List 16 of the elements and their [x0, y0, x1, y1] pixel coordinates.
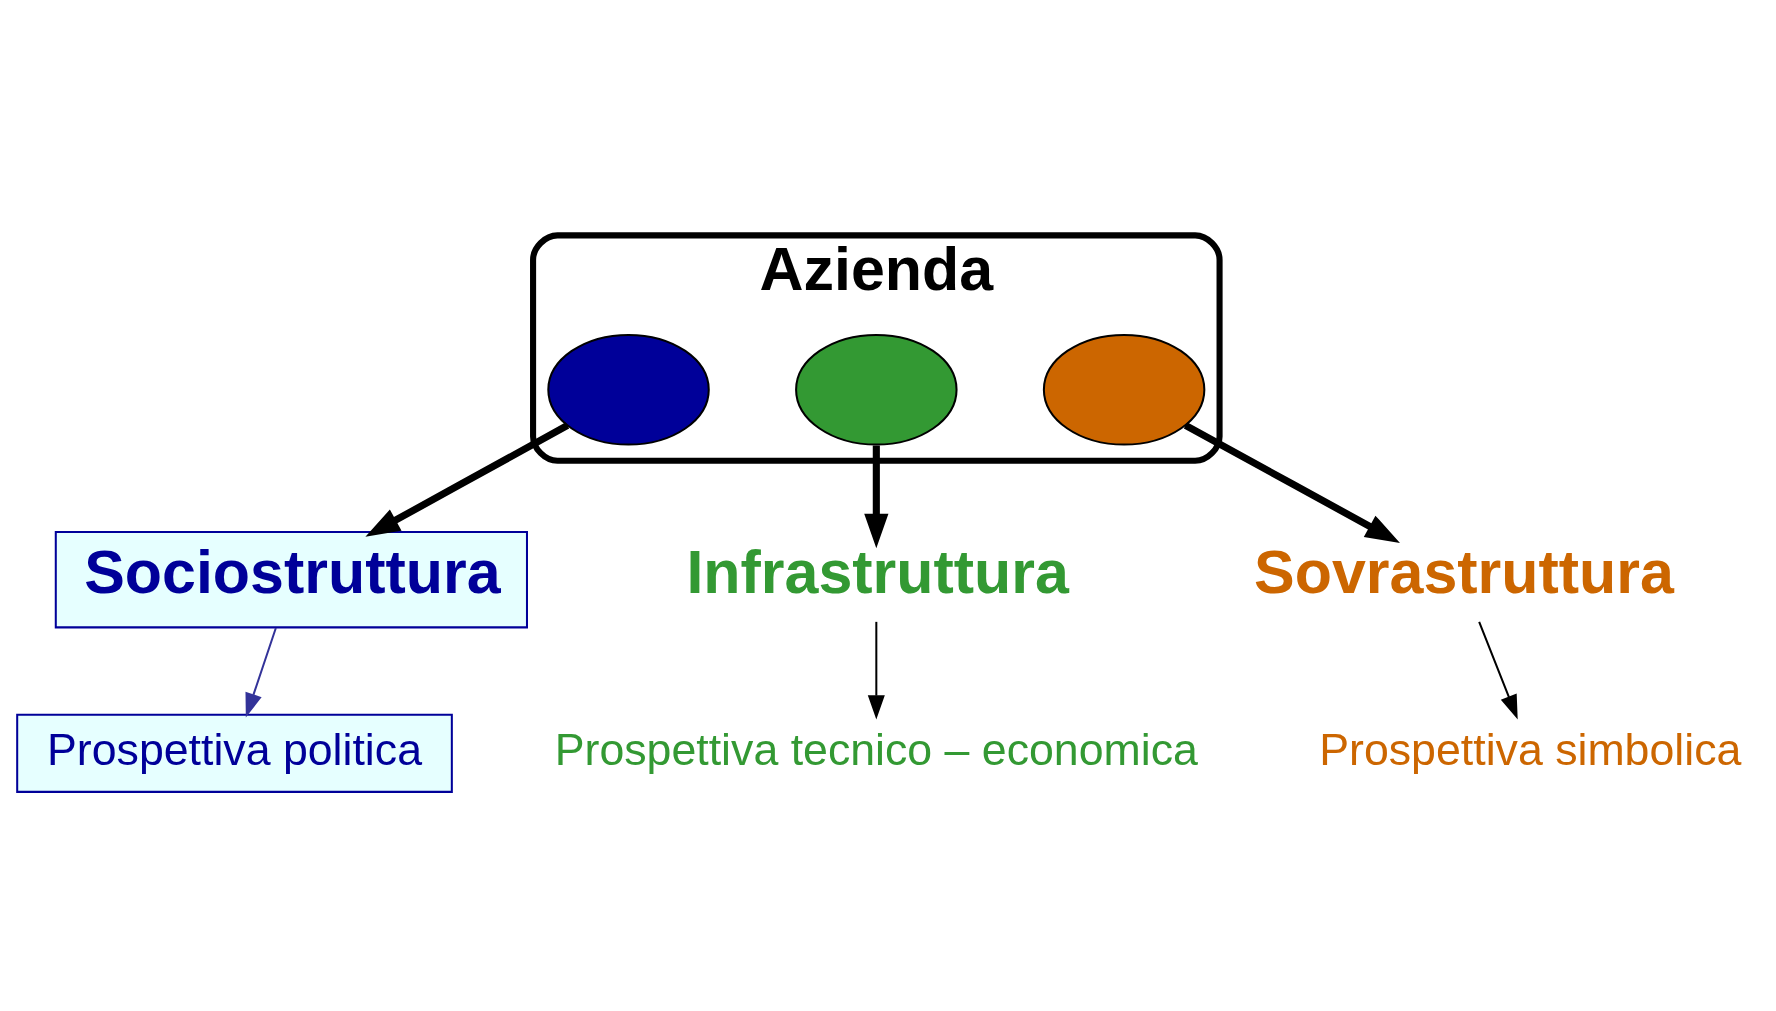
arrow	[867, 621, 885, 720]
node-ellipse	[547, 333, 710, 446]
node-text: Sovrastruttura	[1254, 537, 1674, 606]
cluster: Azienda	[530, 232, 1223, 464]
node-text: Infrastruttura	[686, 537, 1069, 606]
node-ellipse	[795, 333, 958, 446]
arrow	[365, 422, 570, 537]
node-ellipse	[1042, 333, 1206, 446]
node-box: Sociostruttura	[54, 530, 528, 629]
arrow	[1183, 422, 1400, 543]
node-text: Prospettiva simbolica	[1319, 724, 1742, 774]
arrow	[1478, 621, 1518, 720]
node-text: Prospettiva tecnico – economica	[554, 724, 1198, 774]
arrow	[245, 627, 277, 718]
node-box: Prospettiva politica	[16, 713, 453, 793]
arrow	[864, 445, 889, 549]
